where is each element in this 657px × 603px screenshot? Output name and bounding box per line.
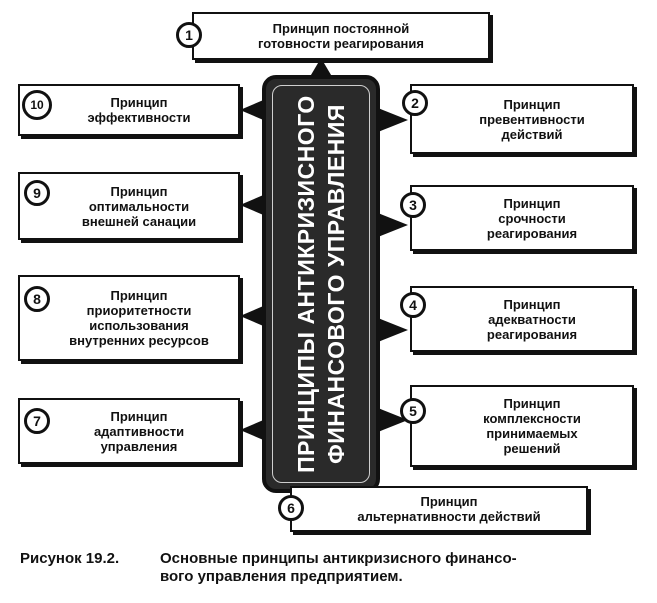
principle-number-4: 4 [400, 292, 426, 318]
principle-number-1: 1 [176, 22, 202, 48]
arrow-right-4 [378, 318, 408, 342]
caption-line-2: вого управления предприятием. [160, 568, 403, 585]
principle-text: Принцип альтернативности действий [357, 494, 541, 524]
figure-caption: Рисунок 19.2. Основные принципы антикризи… [20, 550, 645, 586]
principle-number-2: 2 [402, 90, 428, 116]
principle-box-8: Принцип приоритетности использования вну… [18, 275, 240, 361]
principle-box-1: Принцип постоянной готовности реагирован… [192, 12, 490, 60]
arrow-left-10 [240, 98, 268, 122]
principle-box-5: Принцип комплексности принимаемых решени… [410, 385, 634, 467]
arrow-left-8 [240, 304, 268, 328]
principle-text: Принцип оптимальности внешней санации [81, 183, 197, 229]
principle-number-7: 7 [24, 408, 50, 434]
principle-text: Принцип адекватности реагирования [486, 296, 578, 342]
principle-number-6: 6 [278, 495, 304, 521]
principle-box-10: Принцип эффективности [18, 84, 240, 136]
caption-label: Рисунок 19.2. [20, 550, 120, 567]
principle-box-7: Принцип адаптивности управления [18, 398, 240, 464]
principle-box-6: Принцип альтернативности действий [290, 486, 588, 532]
principle-box-2: Принцип превентивности действий [410, 84, 634, 154]
arrow-up [308, 58, 334, 80]
center-block: ПРИНЦИПЫ АНТИКРИЗИСНОГО ФИНАНСОВОГО УПРА… [262, 75, 380, 493]
principle-text: Принцип эффективности [87, 95, 191, 125]
principle-text: Принцип адаптивности управления [93, 408, 185, 454]
principle-text: Принцип постоянной готовности реагирован… [258, 21, 424, 51]
principle-number-3: 3 [400, 192, 426, 218]
principle-text: Принцип приоритетности использования вну… [69, 288, 209, 348]
center-title: ПРИНЦИПЫ АНТИКРИЗИСНОГО ФИНАНСОВОГО УПРА… [293, 95, 349, 473]
arrow-left-9 [240, 193, 268, 217]
principle-box-3: Принцип срочности реагирования [410, 185, 634, 251]
principle-text: Принцип комплексности принимаемых решени… [483, 396, 581, 456]
principle-text: Принцип превентивности действий [479, 96, 585, 142]
principle-box-4: Принцип адекватности реагирования [410, 286, 634, 352]
arrow-right-3 [378, 213, 408, 237]
principle-number-8: 8 [24, 286, 50, 312]
principle-number-5: 5 [400, 398, 426, 424]
arrow-left-7 [240, 418, 268, 442]
principle-text: Принцип срочности реагирования [486, 195, 578, 241]
center-block-inner [272, 85, 370, 483]
principle-number-10: 10 [22, 90, 52, 120]
arrow-right-2 [378, 108, 408, 132]
arrow-right-5 [378, 408, 408, 432]
principle-number-9: 9 [24, 180, 50, 206]
caption-line-1: Основные принципы антикризисного финансо… [160, 550, 517, 567]
principle-box-9: Принцип оптимальности внешней санации [18, 172, 240, 240]
